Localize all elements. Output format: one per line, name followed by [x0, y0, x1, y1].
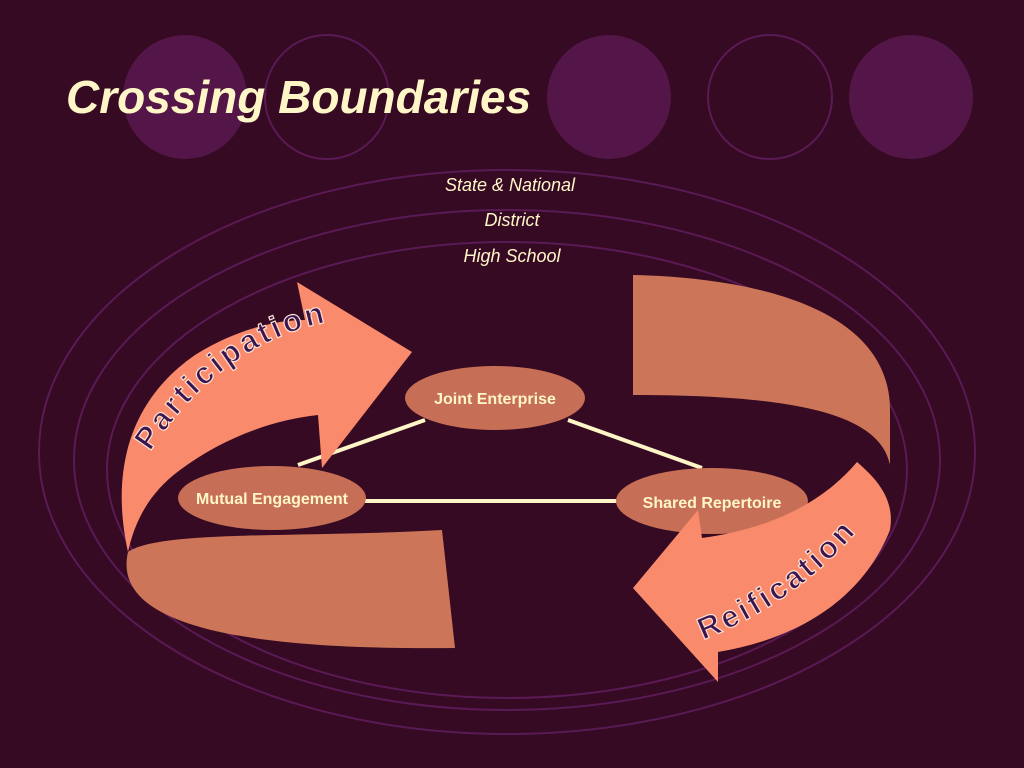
decor-circle-4 [707, 34, 833, 160]
boundary-ellipse-highschool [106, 241, 908, 699]
reification-arrow-band [633, 275, 890, 465]
slide-title: Crossing Boundaries [66, 71, 532, 123]
node-joint-enterprise [405, 366, 585, 430]
level-label-district: District [485, 210, 541, 230]
node-joint-enterprise-label: Joint Enterprise [434, 391, 556, 408]
participation-arrow-band [126, 530, 455, 649]
decor-circle-2 [264, 34, 390, 160]
connector-joint-to-shared [567, 418, 703, 470]
boundary-ellipse-state [38, 169, 976, 735]
level-label-state: State & National [445, 175, 576, 195]
level-label-highschool: High School [463, 246, 561, 266]
node-shared-repertoire-label: Shared Repertoire [643, 495, 782, 512]
reification-arrow-head [633, 462, 891, 682]
boundary-ellipse-district [73, 209, 941, 711]
connector-joint-to-mutual [297, 418, 426, 467]
decor-circle-5 [849, 35, 973, 159]
participation-arrow-head [121, 282, 412, 552]
node-mutual-engagement-label: Mutual Engagement [196, 491, 349, 508]
decor-circle-3 [547, 35, 671, 159]
node-mutual-engagement [178, 466, 366, 530]
node-shared-repertoire [616, 468, 808, 534]
decor-circle-1 [123, 35, 247, 159]
